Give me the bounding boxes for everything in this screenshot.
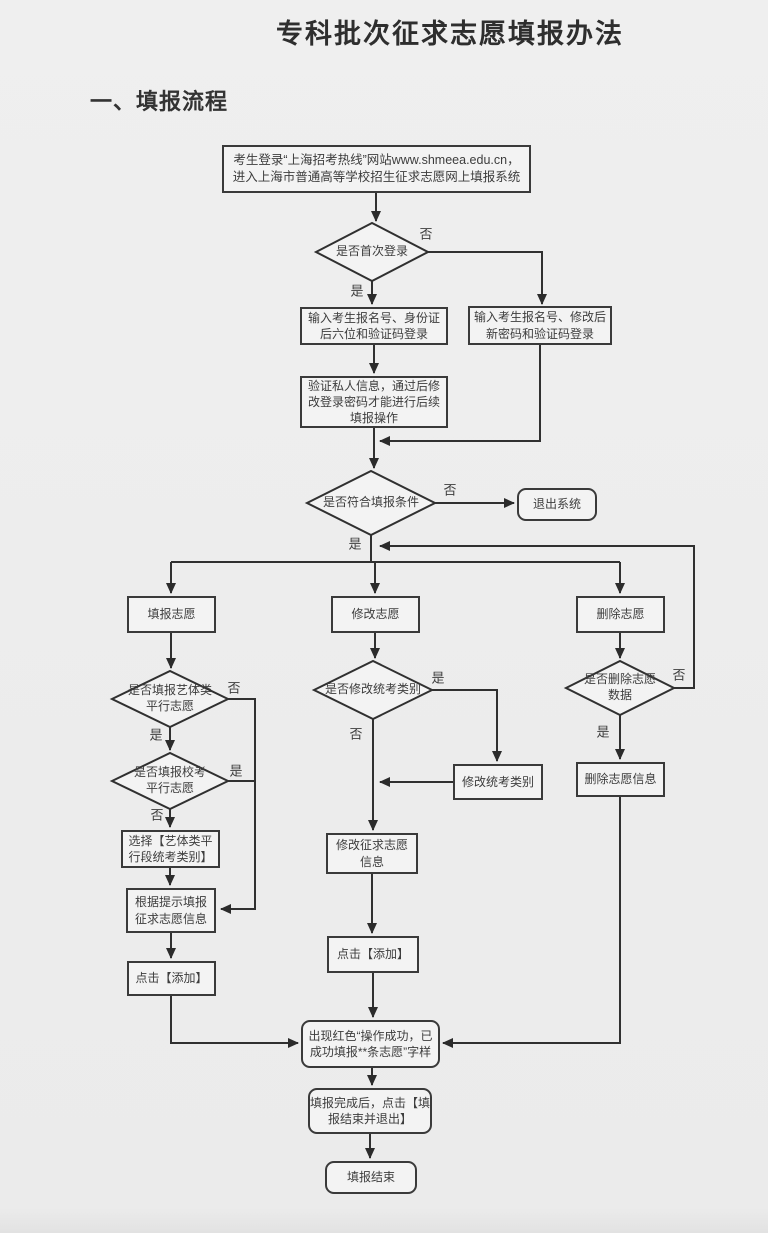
node-click-add-middle: 点击【添加】	[327, 936, 419, 973]
node-fill-per-prompt: 根据提示填报 征求志愿信息	[126, 888, 216, 933]
branch-label-no: 否	[419, 226, 433, 242]
node-fill-volunteer: 填报志愿	[127, 596, 216, 633]
branch-label-yes: 是	[431, 670, 445, 686]
decision-school-exam-parallel: 是否填报校考 平行志愿	[133, 765, 206, 795]
branch-label-yes: 是	[229, 763, 243, 779]
node-modify-volunteer-info: 修改征求志愿 信息	[326, 833, 418, 874]
node-exit-system: 退出系统	[517, 488, 597, 521]
branch-label-no: 否	[443, 482, 457, 498]
decision-qualify: 是否符合填报条件	[322, 495, 419, 510]
node-modify-volunteer: 修改志愿	[331, 596, 420, 633]
node-login-first-time: 输入考生报名号、身份证 后六位和验证码登录	[300, 307, 448, 345]
node-finish-and-exit: 填报完成后，点击【填 报结束并退出】	[308, 1088, 432, 1134]
branch-label-no: 否	[672, 667, 686, 683]
section-heading: 一、填报流程	[90, 89, 229, 114]
node-modify-exam-category: 修改统考类别	[453, 764, 543, 800]
branch-label-yes: 是	[350, 283, 364, 299]
branch-label-yes: 是	[348, 536, 362, 552]
decision-modify-exam-category: 是否修改统考类别	[324, 682, 421, 697]
branch-label-no: 否	[227, 680, 241, 696]
node-delete-volunteer: 删除志愿	[576, 596, 665, 633]
decision-art-parallel: 是否填报艺体类 平行志愿	[127, 683, 212, 713]
node-verify-info: 验证私人信息，通过后修 改登录密码才能进行后续 填报操作	[300, 376, 448, 428]
node-success-message: 出现红色“操作成功，已 成功填报**条志愿”字样	[301, 1020, 440, 1068]
decision-first-login: 是否首次登录	[335, 244, 408, 259]
node-click-add-left: 点击【添加】	[127, 961, 216, 996]
page-title: 专科批次征求志愿填报办法	[276, 19, 624, 49]
node-login-returning: 输入考生报名号、修改后 新密码和验证码登录	[468, 306, 612, 345]
branch-label-yes: 是	[596, 724, 610, 740]
branch-label-yes: 是	[149, 727, 163, 743]
node-select-category: 选择【艺体类平 行段统考类别】	[121, 830, 220, 868]
node-start: 考生登录“上海招考热线”网站www.shmeea.edu.cn， 进入上海市普通…	[222, 145, 531, 193]
branch-label-no: 否	[150, 807, 164, 823]
decision-delete-data: 是否删除志愿 数据	[583, 672, 656, 702]
branch-label-no: 否	[349, 726, 363, 742]
node-delete-volunteer-info: 删除志愿信息	[576, 762, 665, 797]
node-end: 填报结束	[325, 1161, 417, 1194]
